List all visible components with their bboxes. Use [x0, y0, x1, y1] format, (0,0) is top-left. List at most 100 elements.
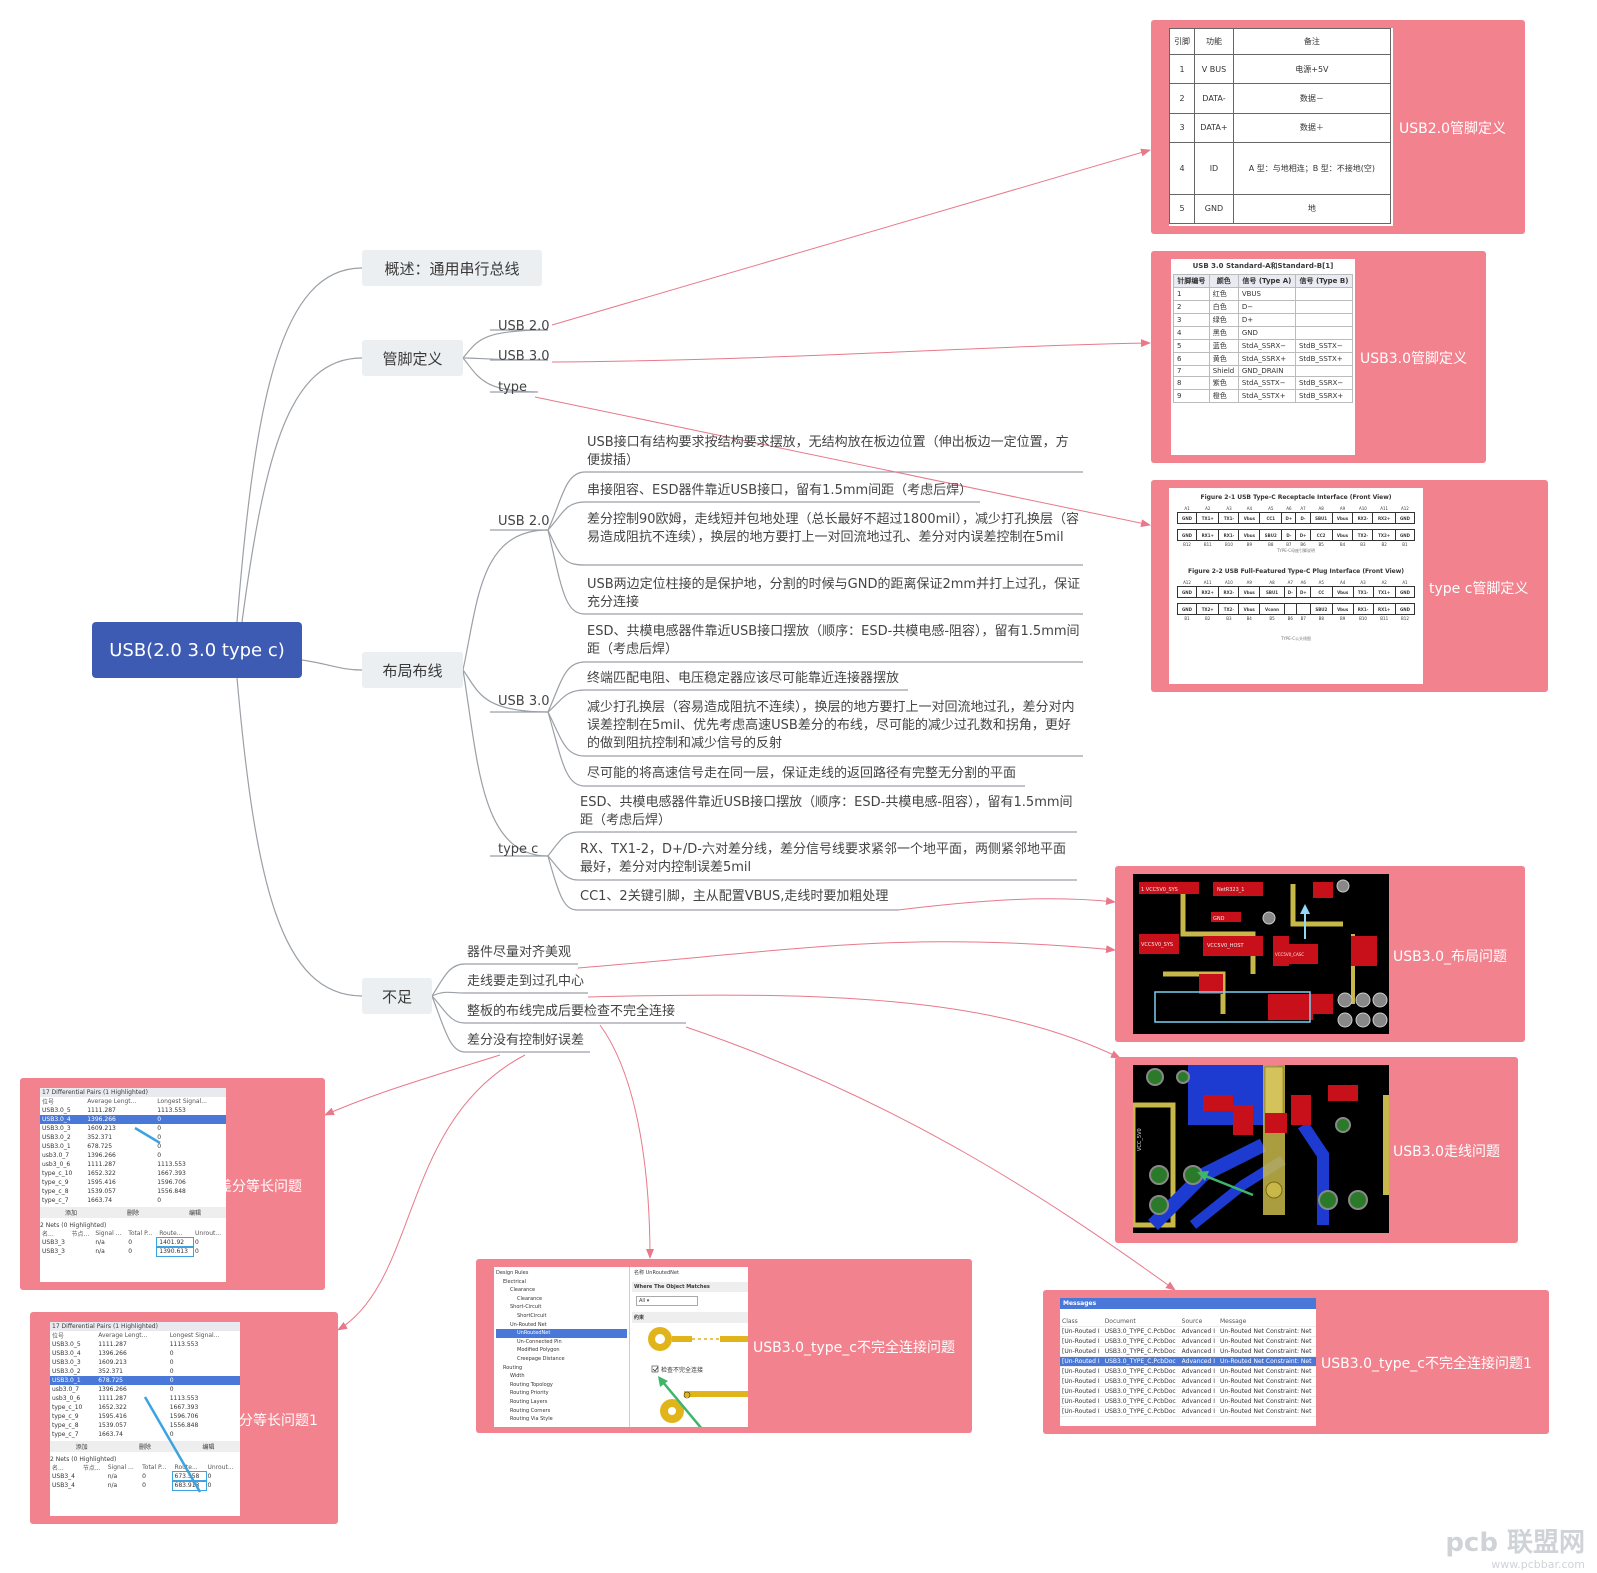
panel-button[interactable]: 编辑	[188, 1210, 201, 1217]
rules-tree-item[interactable]: Creepage Distance	[496, 1355, 627, 1364]
panel-button[interactable]: 添加	[64, 1210, 77, 1217]
rules-tree-item[interactable]: Un-Routed Net	[496, 1321, 627, 1330]
layout-typec-leaf[interactable]: CC1、2关键引脚，主从配置VBUS,走线时要加粗处理	[580, 889, 889, 904]
rules-tree-item[interactable]: Routing Priority	[496, 1389, 627, 1398]
layout-usb2-leaf[interactable]: 串接阻容、ESD器件靠近USB接口，留有1.5mm间距（考虑后焊）	[587, 483, 973, 498]
layout-usb2-leaf[interactable]: USB接口有结构要求按结构要求摆放，无结构放在板边位置（伸出板边一定位置，方便拔…	[587, 435, 1069, 468]
pins-usb2-node[interactable]: USB 2.0	[498, 319, 550, 334]
rules-tree-item[interactable]: Routing Topology	[496, 1381, 627, 1390]
root-node[interactable]: USB(2.0 3.0 type c)	[92, 622, 302, 678]
card-usb3-pins[interactable]: USB 3.0 Standard-A和Standard-B[1] 针脚编号颜色信…	[1151, 251, 1486, 463]
layout-usb2-leaf[interactable]: 差分控制90欧姆，走线短并包地处理（总长最好不超过1800mil），减少打孔换层…	[587, 512, 1080, 545]
layout-usb3-leaf[interactable]: 减少打孔换层（容易造成阻抗不连续），换层的地方要打上一对回流地过孔，差分对内误差…	[587, 700, 1075, 751]
shortcoming-leaf[interactable]: 器件尽量对齐美观	[467, 945, 572, 960]
layout-usb3-leaf[interactable]: 终端匹配电阻、电压稳定器应该尽可能靠近连接器摆放	[587, 671, 900, 686]
layout-typec-node[interactable]: type c	[498, 842, 539, 857]
rules-tree-item[interactable]: Routing Via Style	[496, 1415, 627, 1424]
rules-tree-item[interactable]: Design Rules	[496, 1269, 627, 1278]
rules-tree-item[interactable]: Routing	[496, 1364, 627, 1373]
branch-shortcomings[interactable]: 不足	[362, 978, 432, 1014]
card-typec-pins[interactable]: Figure 2-1 USB Type-C Receptacle Interfa…	[1151, 480, 1548, 692]
rules-tree-item[interactable]: Clearance	[496, 1286, 627, 1295]
rules-tree-item[interactable]: Un-Connected Pin	[496, 1338, 627, 1347]
panel-button[interactable]: 删除	[126, 1210, 139, 1217]
panel-button[interactable]: 编辑	[202, 1444, 215, 1451]
rules-tree-item[interactable]: UnRoutedNet	[496, 1329, 627, 1338]
layout-usb3-node[interactable]: USB 3.0	[498, 694, 550, 709]
rules-tree-item[interactable]: Modified Polygon	[496, 1346, 627, 1355]
rules-tree-item[interactable]: Routing Layers	[496, 1398, 627, 1407]
layout-usb2-leaf[interactable]: USB两边定位柱接的是保护地，分割的时候与GND的距离保证2mm并打上过孔，保证…	[587, 577, 1081, 610]
layout-typec-leaf[interactable]: ESD、共模电感器件靠近USB接口摆放（顺序：ESD-共模电感-阻容），留有1.…	[580, 795, 1073, 828]
shortcoming-leaf[interactable]: 差分没有控制好误差	[467, 1033, 585, 1048]
cell: 绿色	[1208, 313, 1239, 327]
shortcoming-leaf[interactable]: 整板的布线完成后要检查不完全连接	[467, 1004, 676, 1019]
pins-usb3-node[interactable]: USB 3.0	[498, 349, 550, 364]
rules-tree-item[interactable]: Clearance	[496, 1295, 627, 1304]
card-usb3-layout[interactable]: 1 VCC5V0_SYS NetR323_1 VCC5V0_SYS VCC5V0…	[1115, 866, 1525, 1042]
rules-tree-item[interactable]: ShortCircuit	[496, 1312, 627, 1321]
card-usb3-routing[interactable]: VCC_5V0 USB3.0走线问题	[1115, 1057, 1518, 1243]
layout-usb3-leaf[interactable]: 尽可能的将高速信号走在同一层，保证走线的返回路径有完整无分割的平面	[587, 766, 1017, 781]
cell: n/a	[95, 1239, 105, 1246]
pin-cell: RX1-	[1352, 603, 1374, 615]
branch-layout[interactable]: 布局布线	[362, 652, 463, 688]
cell: 678.725	[96, 1376, 168, 1385]
rules-tree-item[interactable]: Routing Corners	[496, 1407, 627, 1416]
pins-type-node[interactable]: type	[498, 380, 528, 395]
scope-select[interactable]: All ▾	[636, 1296, 698, 1306]
branch-pins[interactable]: 管脚定义	[362, 340, 463, 376]
rules-tree-item[interactable]: Short-Circuit	[496, 1303, 627, 1312]
layout-typec-leaf[interactable]: RX、TX1-2，D+/D-六对差分线，差分信号线要求紧邻一个地平面，两侧紧邻地…	[580, 842, 1067, 875]
rules-tree-item[interactable]: Width	[496, 1372, 627, 1381]
rules-tree-item[interactable]: Electrical	[496, 1278, 627, 1287]
shortcoming-leaf[interactable]: 走线要走到过孔中心	[467, 974, 585, 989]
cell: StdB_SSRX+	[1294, 389, 1354, 403]
panel-button[interactable]: 删除	[138, 1444, 151, 1451]
layout-usb2-node[interactable]: USB 2.0	[498, 514, 550, 529]
branch-overview[interactable]: 概述：通用串行总线	[362, 250, 542, 286]
layout-usb3-leaf[interactable]: ESD、共模电感器件靠近USB接口摆放（顺序：ESD-共模电感-阻容），留有1.…	[587, 624, 1080, 657]
panel-button[interactable]: 添加	[75, 1444, 88, 1451]
